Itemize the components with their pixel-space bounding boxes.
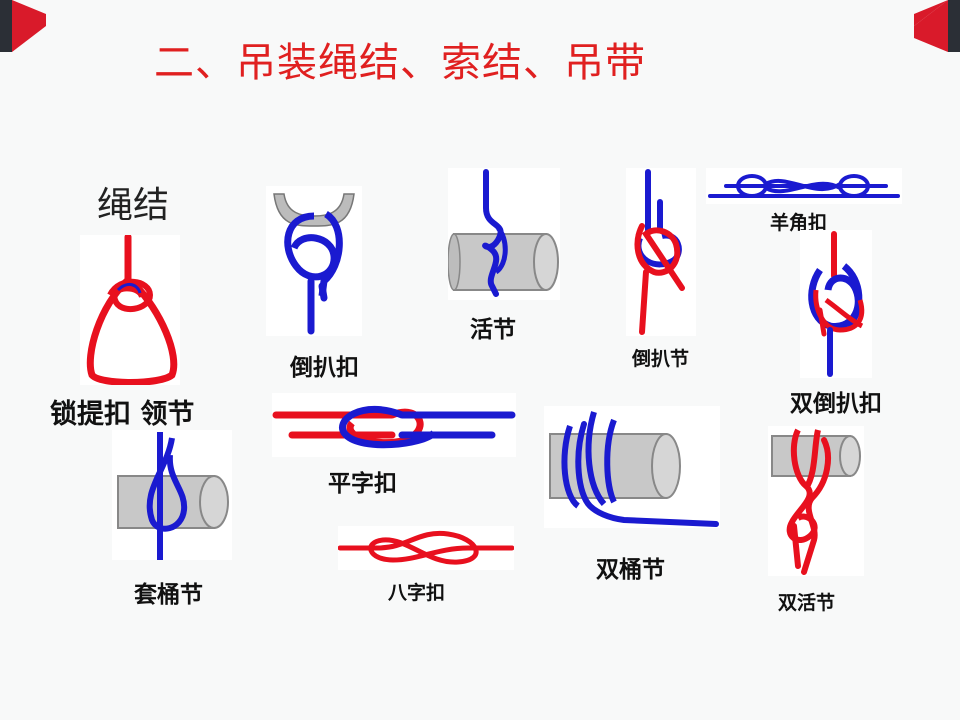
shuangtongjie-knot-image <box>544 406 720 528</box>
huojie-knot-image <box>448 168 560 300</box>
section-label: 绳结 <box>97 185 170 226</box>
corner-decoration-right <box>914 0 960 52</box>
daobajie-label: 倒扒节 <box>632 348 690 370</box>
huojie-label: 活节 <box>470 317 516 343</box>
taotongjie-knot-image <box>112 430 232 560</box>
shuanghuojie-label: 双活节 <box>778 592 836 614</box>
shuangdaobakou-label: 双倒扒扣 <box>790 391 882 417</box>
shuangdaobakou-knot-image <box>800 230 872 378</box>
yangjiaokou-knot-image <box>706 168 902 204</box>
pingzikou-label: 平字扣 <box>328 471 397 497</box>
shuanghuojie-knot-image <box>768 426 864 576</box>
slide-title: 二、吊装绳结、索结、吊带 <box>154 40 646 86</box>
bazikou-label: 八字扣 <box>388 582 446 604</box>
yangjiaokou-label: 羊角扣 <box>770 212 828 234</box>
pingzikou-knot-image <box>272 393 516 457</box>
corner-decoration-left <box>0 0 46 52</box>
daobakou-knot-image <box>266 186 362 336</box>
daobakou-label: 倒扒扣 <box>290 355 359 381</box>
suotikou-label: 锁提扣 领节 <box>50 399 195 430</box>
bazikou-knot-image <box>338 526 514 570</box>
taotongjie-label: 套桶节 <box>134 582 203 608</box>
shuangtongjie-label: 双桶节 <box>596 557 665 583</box>
daobajie-knot-image <box>626 168 696 336</box>
suotikou-knot-image <box>80 235 180 385</box>
